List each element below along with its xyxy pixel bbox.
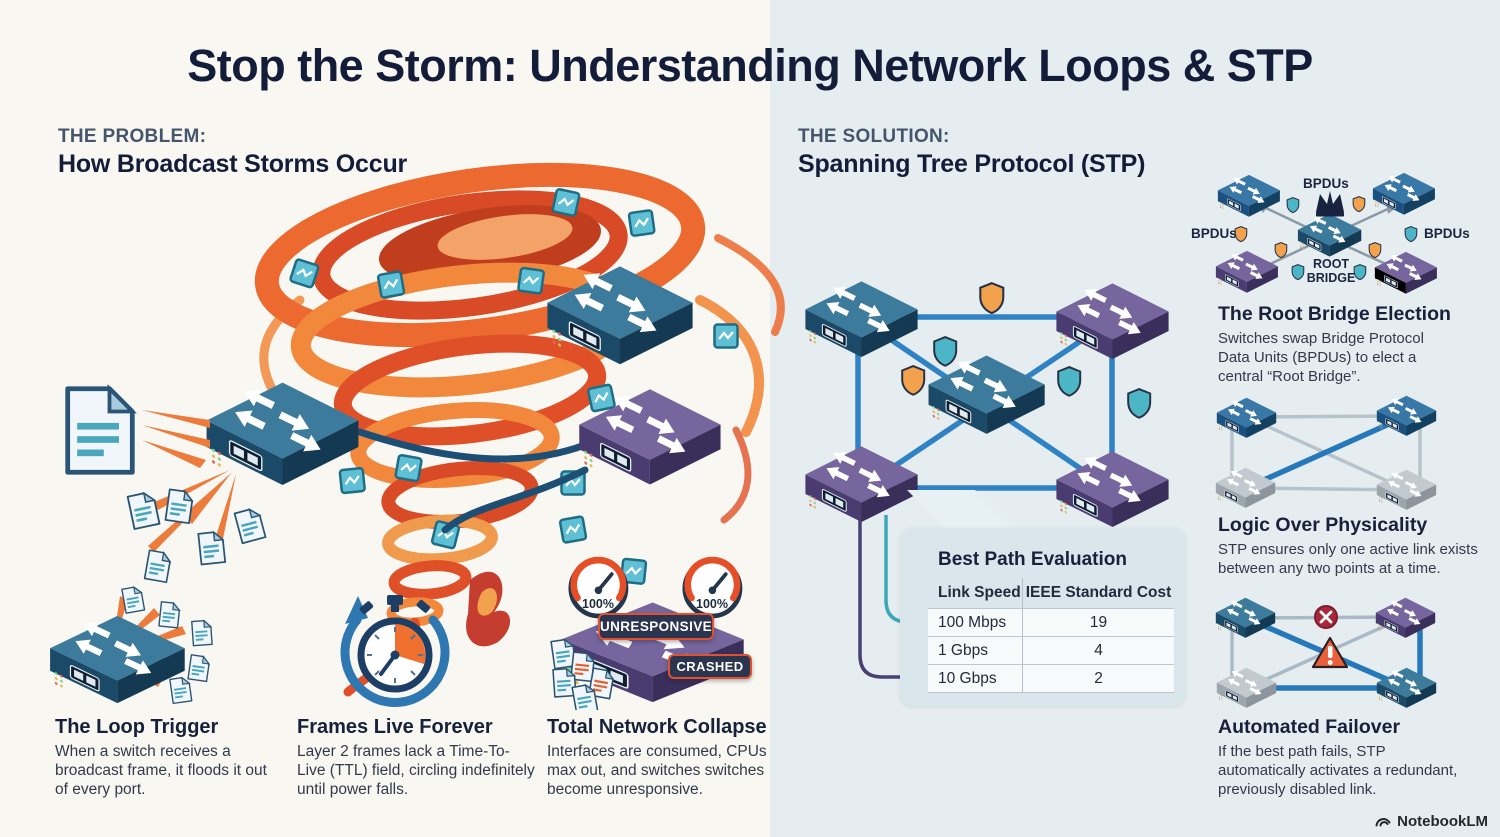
switch-icon: [1216, 251, 1278, 293]
crashed-badge: CRASHED: [668, 654, 752, 679]
col-header-link-speed: Link Speed: [938, 584, 1021, 601]
card-body-loop-trigger: When a switch receives a broadcast frame…: [55, 743, 267, 799]
cell-cost: 2: [1022, 665, 1174, 692]
panel-title-logic: Logic Over Physicality: [1218, 514, 1428, 536]
switch-icon: [1376, 598, 1435, 638]
switch-icon: [1375, 252, 1437, 294]
panel-body-logic: STP ensures only one active link exists …: [1218, 541, 1478, 577]
problem-kicker: THE PROBLEM:: [58, 126, 207, 147]
bpdu-shield-icon: [933, 336, 958, 367]
best-path-table: Link Speed IEEE Standard Cost 100 Mbps 1…: [928, 578, 1174, 693]
best-path-title: Best Path Evaluation: [938, 549, 1127, 570]
cell-speed: 1 Gbps: [938, 641, 988, 659]
disabled-switch-icon: [1217, 668, 1276, 708]
table-row: 100 Mbps 19: [928, 608, 1174, 636]
unresponsive-badge: UNRESPONSIVE: [598, 613, 714, 640]
brand-watermark: NotebookLM: [1374, 812, 1488, 830]
root-switch-icon: [929, 356, 1045, 434]
disabled-switch-icon: [1216, 468, 1275, 508]
switch-icon: [1373, 173, 1435, 215]
automated-failover-diagram: [1205, 585, 1450, 715]
notebooklm-logo-icon: [1375, 818, 1391, 827]
panel-title-failover: Automated Failover: [1218, 716, 1401, 738]
card-body-frames-forever: Layer 2 frames lack a Time-To-Live (TTL)…: [297, 743, 535, 799]
table-row: 10 Gbps 2: [928, 664, 1174, 693]
bpdu-shield-icon: [1368, 242, 1382, 259]
panel-title-root-bridge: The Root Bridge Election: [1218, 303, 1451, 325]
bpdu-shield-icon: [1404, 226, 1418, 243]
bpdu-shield-icon: [1352, 196, 1366, 213]
active-link-line: [1244, 413, 1409, 491]
page-title: Stop the Storm: Understanding Network Lo…: [187, 40, 1313, 91]
table-row: 1 Gbps 4: [928, 636, 1174, 664]
bpdus-label-right: BPDUs: [1424, 226, 1470, 241]
cell-speed: 10 Gbps: [938, 669, 997, 687]
switch-icon: [1217, 398, 1276, 438]
warning-triangle-icon: [1311, 636, 1349, 669]
card-body-network-collapse: Interfaces are consumed, CPUs max out, a…: [547, 743, 767, 799]
crown-icon: [1316, 191, 1344, 212]
panel-body-root-bridge: Switches swap Bridge Protocol Data Units…: [1218, 330, 1424, 385]
gauge-value-right: 100%: [696, 597, 728, 611]
cell-speed: 100 Mbps: [938, 613, 1007, 631]
root-bridge-label: ROOT BRIDGE: [1306, 257, 1356, 285]
bpdus-label-left: BPDUs: [1191, 226, 1237, 241]
stp-topology-diagram: [790, 265, 1190, 679]
root-bridge-election-diagram: [1185, 165, 1485, 300]
flooded-frames-documents: [126, 488, 267, 584]
blocked-link-icon: [1314, 605, 1338, 629]
cell-cost: 19: [1022, 609, 1174, 636]
brand-name: NotebookLM: [1397, 812, 1488, 830]
bpdu-shield-icon: [1057, 366, 1082, 397]
disabled-switch-icon: [1377, 470, 1436, 510]
cell-cost: 4: [1022, 637, 1174, 664]
bpdus-label-top: BPDUs: [1303, 176, 1349, 191]
root-bridge-switch-icon: [1298, 214, 1361, 257]
loop-trigger-illustration: [40, 585, 213, 705]
bpdu-shield-icon: [1286, 197, 1300, 214]
bpdu-shield-icon: [901, 365, 926, 396]
bpdu-shield-icon: [1234, 226, 1248, 243]
solution-heading: Spanning Tree Protocol (STP): [798, 150, 1146, 178]
col-header-cost: IEEE Standard Cost: [1022, 578, 1174, 608]
link-speed-connector-purple: [858, 518, 940, 679]
switch-icon: [1377, 668, 1436, 708]
switch-icon: [1216, 598, 1275, 638]
bpdu-shield-icon: [1274, 242, 1288, 259]
broadcast-storm-tornado-illustration: [40, 162, 785, 697]
card-title-network-collapse: Total Network Collapse: [547, 716, 767, 738]
table-header-row: Link Speed IEEE Standard Cost: [928, 578, 1174, 608]
broadcast-source-document: [68, 389, 236, 552]
logic-over-physicality-diagram: [1205, 388, 1450, 515]
card-title-frames-forever: Frames Live Forever: [297, 716, 493, 738]
card-title-loop-trigger: The Loop Trigger: [55, 716, 219, 738]
solution-kicker: THE SOLUTION:: [798, 126, 950, 147]
stopwatch-icon: [340, 595, 450, 707]
bpdu-shield-icon: [979, 282, 1005, 315]
switch-icon: [1377, 396, 1436, 436]
bpdu-shield-icon: [1127, 388, 1152, 419]
switch-icon: [50, 616, 185, 703]
panel-body-failover: If the best path fails, STP automaticall…: [1218, 743, 1458, 798]
problem-heading: How Broadcast Storms Occur: [58, 150, 408, 178]
gauge-value-left: 100%: [582, 597, 614, 611]
